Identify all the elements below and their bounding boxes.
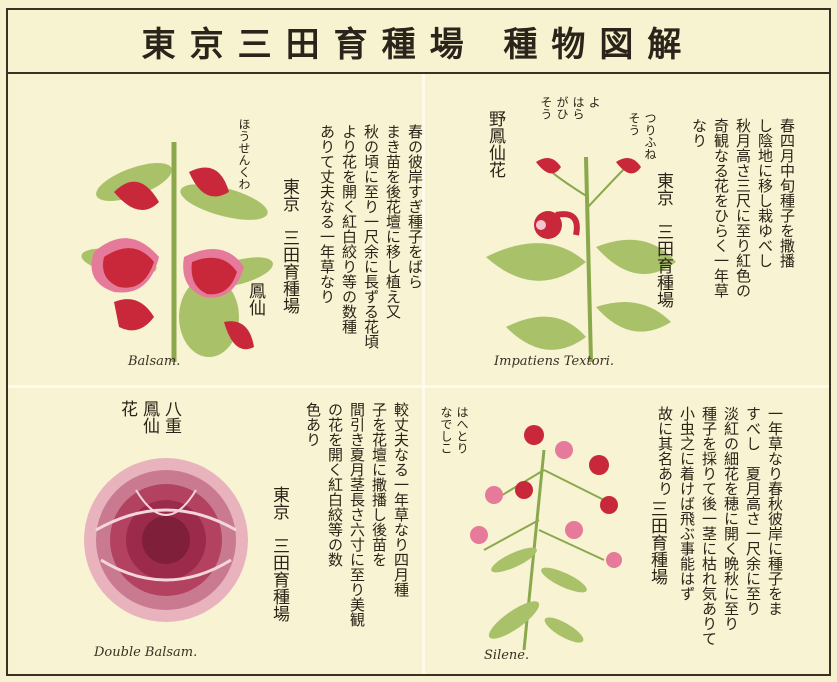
impatiens-kana-top: つりふね そう (627, 112, 657, 160)
impatiens-description: 春四月中旬種子を撒播 し陰地に移し栽ゆべし 秋月高さ三尺に至り紅色の 奇観なる花… (690, 118, 796, 298)
impatiens-seller: 東京 三田育種場 (653, 172, 673, 308)
impatiens-latin-caption: Impatiens Textori. (494, 354, 615, 369)
balsam-illustration (81, 142, 273, 362)
panel-balsam: ほうせんくわ 鳳仙 春の彼岸すぎ種子をばら まき苗を後花壇に移し植え又 秋の頃に… (16, 82, 424, 382)
double-balsam-illustration (84, 458, 248, 622)
silene-description: 一年草なり春秋彼岸に種子をま すべし 夏月高さ一尺余に至り 淡紅の細花を穂に開く… (656, 406, 784, 646)
silene-latin-caption: Silene. (484, 648, 530, 663)
balsam-kana-label: ほうせんくわ (237, 118, 251, 190)
double-balsam-kanji-label: 八重 鳳仙 花 (117, 400, 181, 434)
panel-silene: はへとり なでしこ 一年草なり春秋彼岸に種子をま すべし 夏月高さ一尺余に至り … (426, 390, 824, 672)
impatiens-illustration (486, 156, 676, 363)
double-balsam-description: 較丈夫なる一年草なり四月種 子を花壇に撒播し後苗を 間引き夏月茎長さ六寸に至り美… (304, 402, 410, 627)
woodblock-sheet: 東京三田育種場 種物図解 ほうせんくわ 鳳仙 春の彼岸すぎ種子をばら まき苗を後… (6, 8, 831, 676)
double-balsam-latin-caption: Double Balsam. (94, 645, 198, 660)
panel-double-balsam: 八重 鳳仙 花 較丈夫なる一年草なり四月種 子を花壇に撒播し後苗を 間引き夏月茎… (16, 390, 420, 672)
balsam-latin-caption: Balsam. (128, 354, 181, 369)
fold-line-horizontal (8, 385, 829, 388)
balsam-seller: 東京 三田育種場 (279, 178, 299, 314)
panel-impatiens: つりふね そう よ はら がひ そう 野鳳仙花 春四月中旬種子を撒播 し陰地に移… (426, 82, 824, 382)
impatiens-kana-side: よ はら がひ そう (539, 96, 601, 120)
balsam-kanji-label: 鳳仙 (245, 282, 265, 316)
balsam-description: 春の彼岸すぎ種子をばら まき苗を後花壇に移し植え又 秋の頃に至り一尺余に長ずる花… (318, 124, 424, 349)
silene-kana-label: はへとり なでしこ (439, 406, 469, 454)
impatiens-kanji-label: 野鳳仙花 (485, 110, 505, 178)
silene-illustration (470, 425, 622, 650)
fold-line-vertical (422, 74, 425, 674)
silene-seller: 三田育種場 (647, 500, 667, 585)
page-title: 東京三田育種場 種物図解 (141, 24, 696, 65)
title-banner: 東京三田育種場 種物図解 (8, 10, 829, 74)
double-balsam-seller: 東京 三田育種場 (269, 486, 289, 622)
